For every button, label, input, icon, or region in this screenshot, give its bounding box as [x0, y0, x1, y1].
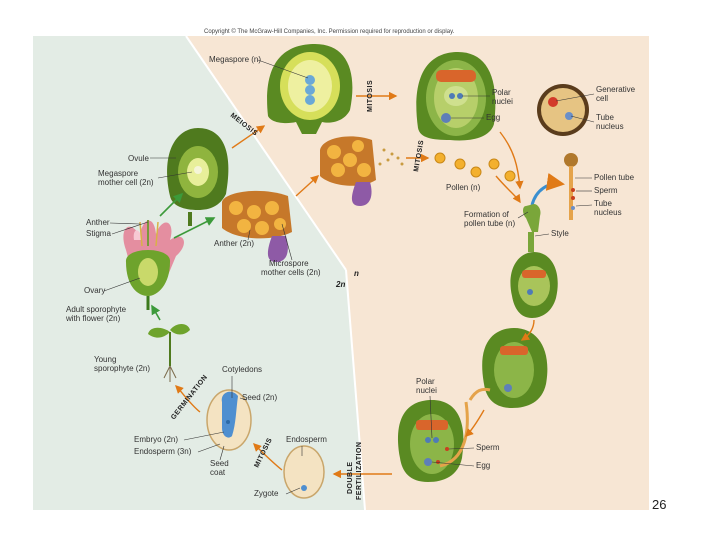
generative-cell-label-2: cell: [596, 94, 608, 103]
microspore-mother-cells-label-2: mother cells (2n): [261, 268, 321, 277]
megaspore-ovule: [267, 44, 353, 134]
seed-label: Seed (2n): [242, 393, 277, 402]
generative-cell-label-1: Generative: [596, 85, 636, 94]
young-sporophyte: [148, 324, 190, 382]
endosperm-label: Endosperm: [286, 435, 327, 444]
polar-nuclei-bottom-label-1: Polar: [416, 377, 435, 386]
arrow-seed-to-sporophyte: [175, 385, 201, 413]
ovule-label: Ovule: [128, 154, 149, 163]
megaspore-label: Megaspore (n): [209, 55, 261, 64]
style-label: Style: [551, 229, 569, 238]
endosperm-3n-label: Endosperm (3n): [134, 447, 192, 456]
pollen-tube-label: Pollen tube: [594, 173, 635, 182]
arrow-sporophyte-to-flower: [151, 304, 161, 321]
arrow-flower-to-ovule: [159, 192, 184, 217]
diploid-region: [33, 36, 365, 510]
germinating-pollen: [564, 153, 578, 220]
seed-coat-label-1: Seed: [210, 459, 229, 468]
anther-2n: [222, 190, 292, 262]
pollen-tube-arrow: [530, 172, 565, 206]
flower: [123, 220, 184, 310]
megaspore-mother-cell-label-1: Megaspore: [98, 169, 139, 178]
young-sporophyte-label-1: Young: [94, 355, 116, 364]
polar-nuclei-top-label-2: nuclei: [492, 97, 513, 106]
tube-nucleus-right-label-1: Tube: [594, 199, 612, 208]
formation-pollen-tube-label-1: Formation of: [464, 210, 510, 219]
ovule-mother-cell: [167, 128, 229, 226]
seed-coat-label-2: coat: [210, 468, 226, 477]
pollen-label: Pollen (n): [446, 183, 481, 192]
stage-double-fertilization-label-1: DOUBLE: [347, 461, 354, 494]
ploidy-divider: [185, 35, 347, 271]
polar-nuclei-top-label-1: Polar: [492, 88, 511, 97]
pollen-spray: [378, 148, 404, 166]
stage-double-fertilization-label-2: FERTILIZATION: [356, 442, 363, 500]
tube-nucleus-top-label-1: Tube: [596, 113, 614, 122]
microspore-mother-cells-label-1: Microspore: [269, 259, 309, 268]
copyright-notice: Copyright © The McGraw-Hill Companies, I…: [204, 28, 455, 35]
egg-top-label: Egg: [486, 113, 500, 122]
arrow-ovule-to-megaspore: [231, 125, 266, 149]
pollen-sacs: [320, 136, 376, 206]
anther-left-label: Anther: [86, 218, 110, 227]
tube-nucleus-right-label-2: nucleus: [594, 208, 622, 217]
page-number: 26: [652, 497, 667, 512]
ovule-pollen-tube-arrival: [468, 328, 548, 408]
female-gametophyte: [416, 52, 496, 141]
ploidy-n-label: n: [354, 269, 359, 278]
stigma-label: Stigma: [86, 229, 111, 238]
pollen-grains: [434, 152, 516, 182]
megaspore-mother-cell-label-2: mother cell (2n): [98, 178, 154, 187]
formation-pollen-tube-label-2: pollen tube (n): [464, 219, 515, 228]
ovary-label: Ovary: [84, 286, 105, 295]
polar-nuclei-bottom-label-2: nuclei: [416, 386, 437, 395]
adult-sporophyte-label-1: Adult sporophyte: [66, 305, 127, 314]
arrow-zygote-to-seed: [253, 443, 283, 471]
stage-mitosis-top-label: MITOSIS: [367, 80, 374, 112]
arrow-anther-to-sacs: [295, 175, 320, 197]
young-sporophyte-label-2: sporophyte (2n): [94, 364, 150, 373]
sperm-right-label: Sperm: [594, 186, 618, 195]
anther-2n-label: Anther (2n): [214, 239, 254, 248]
sperm-bottom-label: Sperm: [476, 443, 500, 452]
pollen-grain-detail: [537, 84, 589, 136]
ploidy-2n-label: 2n: [335, 280, 345, 289]
pistil-with-pollen-tube: [510, 204, 558, 318]
arrow-ovule-to-fertilization: [465, 409, 485, 437]
zygote-label: Zygote: [254, 489, 279, 498]
arrow-pistil-to-ovule: [520, 319, 535, 341]
zygote-endosperm: [283, 445, 325, 499]
egg-bottom-label: Egg: [476, 461, 490, 470]
tube-nucleus-top-label-2: nucleus: [596, 122, 624, 131]
embryo-label: Embryo (2n): [134, 435, 178, 444]
adult-sporophyte-label-2: with flower (2n): [65, 314, 121, 323]
arrow-gametophyte-to-pistil: [499, 131, 524, 190]
seed: [206, 389, 252, 451]
arrow-pollen-to-pistil: [495, 175, 521, 204]
cotyledons-label: Cotyledons: [222, 365, 262, 374]
arrow-flower-to-anther: [173, 217, 216, 239]
